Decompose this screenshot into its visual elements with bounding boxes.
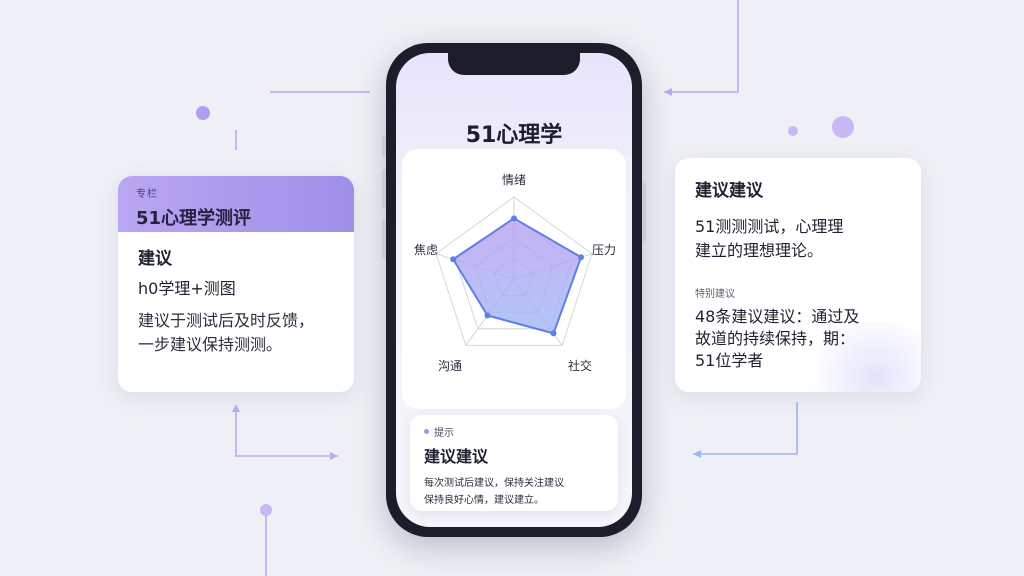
phone-side-button [382,169,386,209]
tip-card-kicker-text: 提示 [434,428,454,439]
right-card-intro-line2: 建立的理想理论。 [695,241,824,260]
left-card-text-1: 建议于测试后及时反馈， [138,311,315,330]
radar-panel: 情绪 焦虑 压力 沟通 社交 [402,149,626,409]
tip-card-text-2: 保持良好心情，建议建立。 [424,495,544,506]
left-card-subheading: h0学理+测图 [138,279,236,298]
phone-screen: 51心理学 情绪 焦虑 压力 沟通 社交 提示 建议建议 每次测试后建议，保持关… [396,53,632,527]
right-card-intro: 51测测测试，心理理 建立的理想理论。 [695,215,901,263]
tip-card-kicker: 提示 [424,424,604,439]
decor-dot [196,106,210,120]
decor-dot [788,126,798,136]
radar-point-4 [450,256,457,263]
left-card-text-2: 一步建议保持测测。 [138,335,283,354]
right-card-body-line1: 48条建议建议：通过及 [695,307,860,326]
radar-chart [435,196,593,346]
right-card-intro-line1: 51测测测试，心理理 [695,217,844,236]
radar-point-2 [550,330,557,337]
decor-dot [260,504,272,516]
right-card-heading: 建议建议 [695,181,763,201]
radar-value-shape [451,217,583,335]
right-info-card[interactable]: 建议建议 51测测测试，心理理 建立的理想理论。 特别建议 48条建议建议：通过… [675,158,921,392]
radar-label-bottom-left: 沟通 [437,359,462,373]
right-card-body: 48条建议建议：通过及 故道的持续保持，期： 51位学者 [695,306,901,372]
left-card-kicker: 专栏 [136,189,158,200]
radar-label-right: 压力 [591,243,616,257]
phone-side-button [382,219,386,259]
radar-label-top: 情绪 [501,173,526,187]
left-info-card[interactable]: 专栏 51心理学测评 建议 h0学理+测图 建议于测试后及时反馈， 一步建议保持… [118,176,354,392]
right-card-body-line2: 故道的持续保持，期： [695,329,856,348]
phone-side-button [642,183,646,241]
app-title: 51心理学 [465,123,563,148]
decor-dot [832,116,854,138]
radar-label-left: 焦虑 [413,243,438,257]
left-card-header: 专栏 51心理学测评 [118,176,354,232]
radar-point-0 [511,215,517,222]
phone-side-button [382,135,386,157]
phone-notch [448,53,580,75]
radar-grid-ring [435,196,593,346]
radar-point-1 [578,254,585,261]
tip-card[interactable]: 提示 建议建议 每次测试后建议，保持关注建议 保持良好心情，建议建立。 [410,415,618,511]
bullet-dot-icon [424,429,429,434]
tip-card-title: 建议建议 [424,447,489,466]
tip-card-text-1: 每次测试后建议，保持关注建议 [424,478,564,489]
right-card-kicker: 特别建议 [695,289,735,300]
radar-label-bottom-right: 社交 [567,359,592,373]
left-card-title: 51心理学测评 [136,208,252,229]
left-card-heading: 建议 [138,249,172,269]
left-card-body: 建议 h0学理+测图 建议于测试后及时反馈， 一步建议保持测测。 [118,232,354,369]
right-card-body-line3: 51位学者 [695,351,764,370]
radar-point-3 [484,312,491,319]
phone-mockup: 51心理学 情绪 焦虑 压力 沟通 社交 提示 建议建议 每次测试后建议，保持关… [382,43,646,537]
